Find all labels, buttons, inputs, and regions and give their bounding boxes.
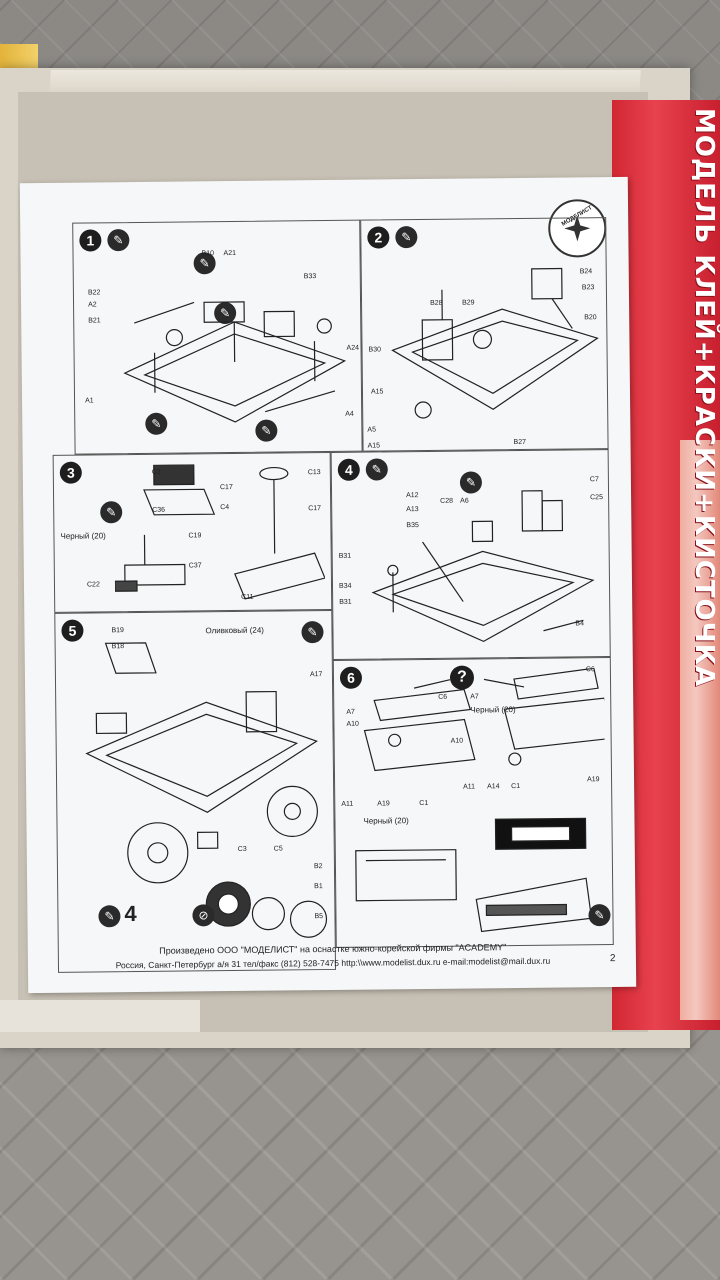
part-label: B19 (111, 627, 124, 635)
no-glue-icon: ⊘ (192, 904, 215, 927)
part-label: B33 (303, 273, 317, 281)
chassis-drawing (391, 267, 599, 419)
color-note: Черный (20) (60, 531, 106, 541)
part-label: B31 (339, 598, 352, 606)
part-label: B31 (338, 552, 352, 560)
part-label: C1 (511, 782, 521, 791)
step-1-panel: 1 ✎ ✎ ✎ ✎ ✎ B10 A21 B33 B22 A2 B2 (72, 219, 363, 455)
part-label: C13 (307, 469, 321, 477)
part-label: C3 (237, 845, 247, 853)
part-label: A21 (223, 249, 237, 258)
glue-icon: ✎ (365, 458, 388, 481)
part-label: C22 (86, 581, 100, 589)
color-note: Черный (20) (470, 705, 516, 715)
part-label: B20 (584, 314, 597, 322)
part-label: B27 (513, 438, 527, 447)
part-label: C6 (585, 666, 595, 674)
part-label: A15 (370, 388, 384, 396)
step-6-panel: 6 ? C6 C6 A7 A10 A7 A1 (332, 657, 614, 948)
part-label: C11 (241, 593, 254, 601)
star-logo-icon (564, 215, 591, 242)
glue-icon: ✎ (98, 905, 121, 928)
instruction-sheet: МОДЕЛИСТ 1 ✎ ✎ ✎ ✎ ✎ B10 A21 B3 (19, 176, 637, 994)
part-label: B34 (338, 582, 352, 590)
step-number: 4 (337, 458, 360, 481)
part-label: A24 (346, 344, 360, 352)
part-label: C6 (438, 693, 448, 701)
part-label: B1 (314, 883, 323, 891)
lid-red-title: МОДЕЛЬ КЛЕЙ+КРАСКИ+КИСТОЧКА (689, 108, 719, 688)
part-label: C36 (152, 506, 166, 514)
step-2-panel: 2 ✎ B24 B23 B20 B28 B29 B30 A15 A5 A15 B… (360, 217, 609, 452)
part-label: C5 (273, 845, 283, 853)
step-number: 2 (367, 226, 390, 249)
part-label: C19 (188, 532, 202, 540)
chassis-drawing (371, 490, 595, 643)
part-label: B35 (406, 522, 419, 530)
glue-icon: ✎ (588, 904, 611, 927)
part-label: A7 (346, 708, 355, 716)
part-label: B18 (111, 643, 125, 651)
color-note: Черный (20) (363, 816, 409, 826)
part-label: A12 (406, 492, 419, 500)
part-label: C3 (151, 468, 161, 476)
part-label: A6 (460, 497, 469, 505)
modelist-logo: МОДЕЛИСТ (547, 199, 607, 258)
part-label: B2 (313, 863, 323, 871)
part-label: B5 (314, 913, 324, 921)
part-label: A11 (463, 783, 476, 791)
part-label: B22 (87, 289, 101, 297)
color-note: Оливковый (24) (205, 625, 265, 636)
part-label: C7 (589, 476, 599, 484)
seat-parts-drawing (114, 463, 326, 600)
part-label: A14 (487, 783, 500, 791)
page-number: 2 (609, 953, 616, 965)
brush-artwork (680, 440, 720, 1020)
couch-fabric-lower (0, 1030, 720, 1280)
part-label: B29 (462, 299, 475, 307)
part-label: C25 (590, 494, 603, 502)
part-label: C4 (220, 504, 230, 512)
step-4-panel: 4 ✎ ✎ C7 A12 C28 A6 C25 A13 B35 B31 B34 … (330, 449, 611, 660)
glue-icon: ✎ (395, 226, 418, 249)
quantity-number: 4 (124, 901, 137, 927)
part-label: B24 (579, 268, 593, 276)
part-label: B10 (201, 250, 215, 258)
part-label: C17 (219, 483, 233, 492)
part-label: A4 (345, 410, 354, 418)
part-label: B4 (575, 620, 585, 628)
step-number: 1 (79, 229, 102, 252)
part-label: C1 (419, 799, 429, 808)
part-label: A17 (309, 671, 323, 679)
part-label: B23 (581, 284, 595, 292)
chassis-drawing (123, 301, 347, 423)
part-label: A5 (367, 426, 376, 434)
box-flap (0, 1000, 200, 1032)
part-label: A15 (367, 442, 381, 450)
part-label: A1 (85, 397, 94, 405)
jeep-body-drawing (85, 642, 328, 938)
part-label: C28 (440, 497, 454, 505)
part-label: A2 (88, 301, 97, 309)
dashboard-parts-drawing (355, 668, 607, 933)
part-label: A7 (470, 693, 479, 701)
step-5-panel: 5 ✎ B19 B18 A17 C3 C5 (54, 609, 337, 973)
part-label: A13 (406, 506, 419, 514)
part-label: A19 (377, 800, 390, 808)
part-label: B21 (88, 317, 101, 325)
part-label: C17 (308, 505, 322, 513)
part-label: B28 (430, 299, 443, 307)
part-label: A10 (346, 720, 359, 728)
part-label: A19 (587, 776, 600, 784)
step-3-panel: 3 ✎ C3 C13 C17 C4 C17 C36 C19 C37 C22 C1… (52, 451, 333, 613)
part-label: A10 (450, 737, 464, 745)
glue-icon: ✎ (107, 229, 130, 252)
part-label: C37 (188, 562, 202, 570)
part-label: A11 (341, 800, 354, 808)
step-number: 3 (59, 461, 82, 484)
part-label: B30 (368, 346, 382, 354)
